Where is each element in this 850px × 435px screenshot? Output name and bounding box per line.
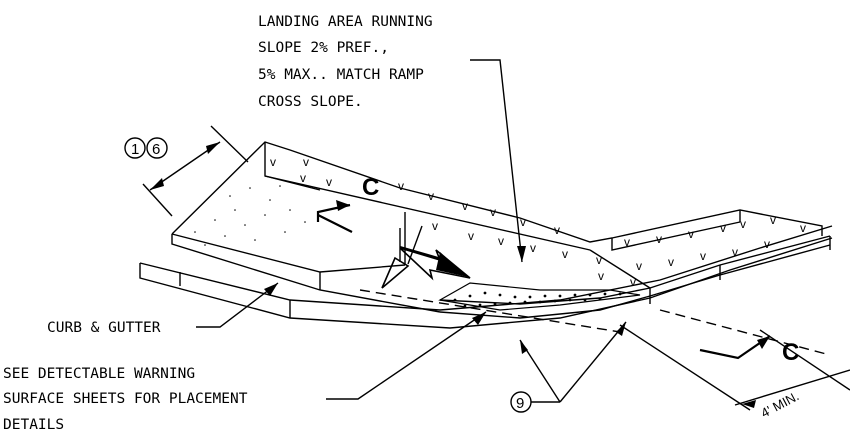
section-c-left-label: C — [362, 174, 379, 201]
svg-text:v: v — [432, 219, 438, 233]
dws-leader-arrowhead — [472, 312, 486, 325]
svg-text:v: v — [800, 221, 806, 235]
svg-text:v: v — [498, 234, 504, 248]
dimension-4ft-min: 4' MIN. — [758, 388, 801, 420]
svg-text:v: v — [326, 175, 332, 189]
centerline-left — [359, 289, 621, 333]
svg-text:v: v — [562, 247, 568, 261]
svg-text:v: v — [462, 199, 468, 213]
svg-text:v: v — [398, 179, 404, 193]
svg-text:v: v — [668, 255, 674, 269]
svg-text:v: v — [270, 155, 276, 169]
section-c-right: C — [699, 335, 799, 366]
svg-text:v: v — [490, 205, 496, 219]
svg-text:v: v — [740, 217, 746, 231]
section-c-right-label: C — [782, 339, 799, 366]
svg-text:v: v — [636, 259, 642, 273]
svg-text:v: v — [770, 213, 776, 227]
dws-leader — [326, 311, 487, 400]
svg-text:v: v — [596, 253, 602, 267]
section-c-left: C — [316, 174, 379, 233]
svg-text:v: v — [764, 237, 770, 251]
width-dimension — [142, 125, 249, 217]
svg-text:v: v — [630, 275, 636, 289]
landing-leader-arrowhead — [517, 246, 526, 262]
svg-text:v: v — [732, 245, 738, 259]
svg-text:v: v — [700, 249, 706, 263]
curb-gutter-leader — [196, 282, 279, 328]
svg-text:v: v — [468, 229, 474, 243]
curb-gutter-label: CURB & GUTTER — [47, 320, 161, 336]
landing-note-line1: LANDING AREA RUNNING — [258, 14, 433, 30]
dws-note-line1: SEE DETECTABLE WARNING — [3, 366, 195, 382]
svg-text:v: v — [300, 171, 306, 185]
dws-note-line2: SURFACE SHEETS FOR PLACEMENT — [3, 391, 248, 407]
landing-note-line3: 5% MAX.. MATCH RAMP — [258, 67, 424, 83]
landing-note-line2: SLOPE 2% PREF., — [258, 40, 389, 56]
callout-1-6: 1 6 — [124, 137, 168, 159]
curb-gutter-arrowhead — [264, 283, 278, 296]
dws-note-line3: DETAILS — [3, 417, 64, 433]
svg-text:v: v — [720, 221, 726, 235]
centerline-right — [659, 309, 831, 356]
landing-dimension: 4' MIN. — [619, 324, 850, 421]
landing-note-line4: CROSS SLOPE. — [258, 94, 363, 110]
svg-text:v: v — [598, 269, 604, 283]
svg-text:v: v — [656, 232, 662, 246]
callout-6-label: 6 — [152, 141, 160, 158]
landing-note-leader — [470, 59, 523, 263]
callout-9-label: 9 — [516, 395, 524, 412]
svg-text:v: v — [688, 227, 694, 241]
callout-9: 9 — [510, 321, 627, 413]
gutter-slab — [139, 225, 833, 329]
ramp-stipple — [194, 185, 306, 246]
detectable-warning-strip — [438, 282, 641, 311]
ramp-arrows — [381, 225, 471, 289]
callout-1-label: 1 — [131, 141, 139, 158]
sidewalk-surface — [171, 141, 823, 289]
svg-text:v: v — [530, 241, 536, 255]
svg-text:v: v — [520, 215, 526, 229]
svg-text:v: v — [428, 189, 434, 203]
svg-text:v: v — [624, 235, 630, 249]
svg-text:v: v — [303, 155, 309, 169]
svg-text:v: v — [554, 223, 560, 237]
